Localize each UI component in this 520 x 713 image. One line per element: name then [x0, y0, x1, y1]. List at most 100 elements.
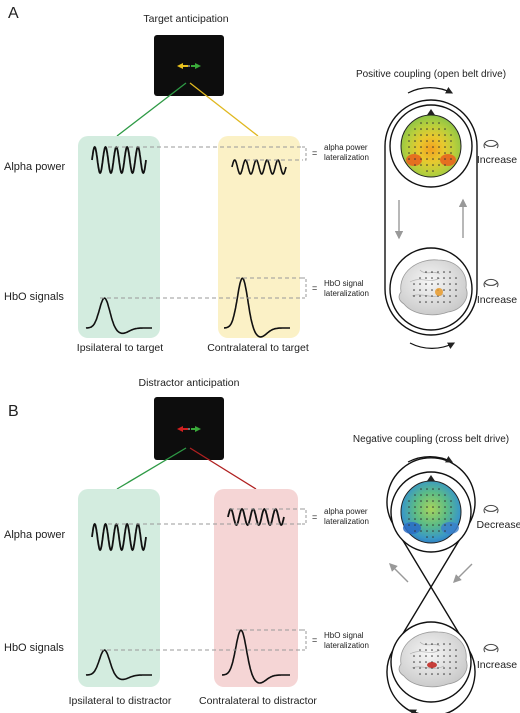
sensor-dot — [449, 271, 451, 273]
sensor-dot — [437, 277, 439, 279]
sensor-dot — [425, 667, 427, 669]
sensor-dot — [455, 289, 457, 291]
sensor-dot — [426, 488, 428, 490]
sensor-dot — [449, 643, 451, 645]
anticipation-title: Target anticipation — [143, 13, 228, 25]
sensor-dot — [450, 512, 452, 514]
sensor-dot — [426, 530, 428, 532]
sensor-dot — [431, 673, 433, 675]
sensor-dot — [420, 128, 422, 130]
caption-contralateral: Contralateral to target — [207, 342, 309, 354]
topo-hotspot-right — [440, 154, 456, 166]
hbo-annotation-line1: HbO signal — [324, 279, 364, 288]
sensor-dot — [414, 146, 416, 148]
sensor-dot — [420, 146, 422, 148]
contralateral-box — [214, 489, 298, 687]
sensor-dot — [426, 128, 428, 130]
rotation-arrow-bottom — [408, 709, 455, 713]
sensor-dot — [426, 134, 428, 136]
sensor-dot — [413, 661, 415, 663]
sensor-dot — [449, 283, 451, 285]
hbo-curve-contralateral — [224, 277, 290, 338]
rotation-arrow-top — [407, 456, 454, 463]
sensor-dot — [426, 500, 428, 502]
sensor-dot — [426, 506, 428, 508]
sensor-dot — [432, 536, 434, 538]
sensor-dot — [414, 134, 416, 136]
sensor-dot — [414, 158, 416, 160]
cue-arrow-right-tail — [191, 65, 196, 67]
sensor-dot — [420, 500, 422, 502]
sensor-dot — [408, 524, 410, 526]
panel-letter: B — [8, 403, 19, 420]
sensor-dot — [425, 655, 427, 657]
ipsilateral-box — [78, 489, 160, 687]
rotation-arrow-bottom — [409, 342, 456, 349]
cue-arrow-left-tail — [183, 428, 188, 430]
sensor-dot — [437, 283, 439, 285]
cycle-icon-half — [484, 647, 498, 651]
connector-left — [116, 447, 187, 490]
sensor-dot — [444, 152, 446, 154]
sensor-dot — [414, 506, 416, 508]
sensor-dot — [443, 655, 445, 657]
sensor-dot — [437, 673, 439, 675]
caption-ipsilateral: Ipsilateral to distractor — [69, 695, 172, 707]
sensor-dot — [431, 655, 433, 657]
sensor-dot — [438, 122, 440, 124]
sensor-dot — [414, 164, 416, 166]
sensor-dot — [443, 283, 445, 285]
sensor-dot — [455, 283, 457, 285]
topo-hotspot-left — [406, 154, 422, 166]
sensor-dot — [425, 295, 427, 297]
row-label-hbo: HbO signals — [4, 291, 64, 303]
sensor-dot — [444, 530, 446, 532]
sensor-dot — [420, 158, 422, 160]
alpha-annotation-line2: lateralization — [324, 153, 369, 162]
cue-arrow-left — [177, 426, 183, 432]
topo-head — [400, 114, 462, 178]
alpha-wave-ipsilateral — [91, 522, 147, 552]
sensor-dot — [443, 643, 445, 645]
sensor-dot — [443, 661, 445, 663]
sensor-dot — [420, 506, 422, 508]
sensor-dot — [420, 134, 422, 136]
belt-bottom-arc — [384, 288, 478, 336]
sensor-dot — [432, 170, 434, 172]
sensor-dot — [438, 158, 440, 160]
sensor-dot — [432, 140, 434, 142]
optode-dots — [413, 643, 457, 675]
sensor-dot — [431, 301, 433, 303]
sensor-dot — [455, 277, 457, 279]
hbo-curve-contralateral — [222, 629, 290, 684]
sensor-dot — [450, 524, 452, 526]
sensor-dot — [438, 134, 440, 136]
fnirs-brain — [398, 631, 468, 688]
belt-top-arc — [386, 457, 476, 525]
sensor-dot — [408, 134, 410, 136]
hbo-effect: Increase — [477, 659, 517, 671]
sensor-dot — [408, 506, 410, 508]
sensor-dot — [449, 295, 451, 297]
sensor-dot — [437, 301, 439, 303]
hbo-annotation-line2: lateralization — [324, 289, 369, 298]
sensor-dot — [420, 518, 422, 520]
alpha-annotation-line1: alpha power — [324, 507, 368, 516]
alpha-wave-contralateral — [231, 159, 287, 175]
hbo-bracket — [302, 277, 307, 299]
sensor-dot — [432, 512, 434, 514]
sensor-dot — [425, 271, 427, 273]
fnirs-brain — [398, 259, 468, 316]
sensor-dot — [455, 661, 457, 663]
sensor-dot — [432, 128, 434, 130]
sensor-dot — [450, 134, 452, 136]
sensor-dot — [426, 140, 428, 142]
sensor-dot — [432, 122, 434, 124]
belt-arrow-up-left — [389, 563, 409, 583]
sensor-dot — [419, 289, 421, 291]
eeg-topography — [400, 475, 462, 544]
hbo-annotation-line1: HbO signal — [324, 631, 364, 640]
sensor-dot — [443, 673, 445, 675]
sensor-dot — [443, 649, 445, 651]
equals-sign: = — [312, 148, 317, 158]
